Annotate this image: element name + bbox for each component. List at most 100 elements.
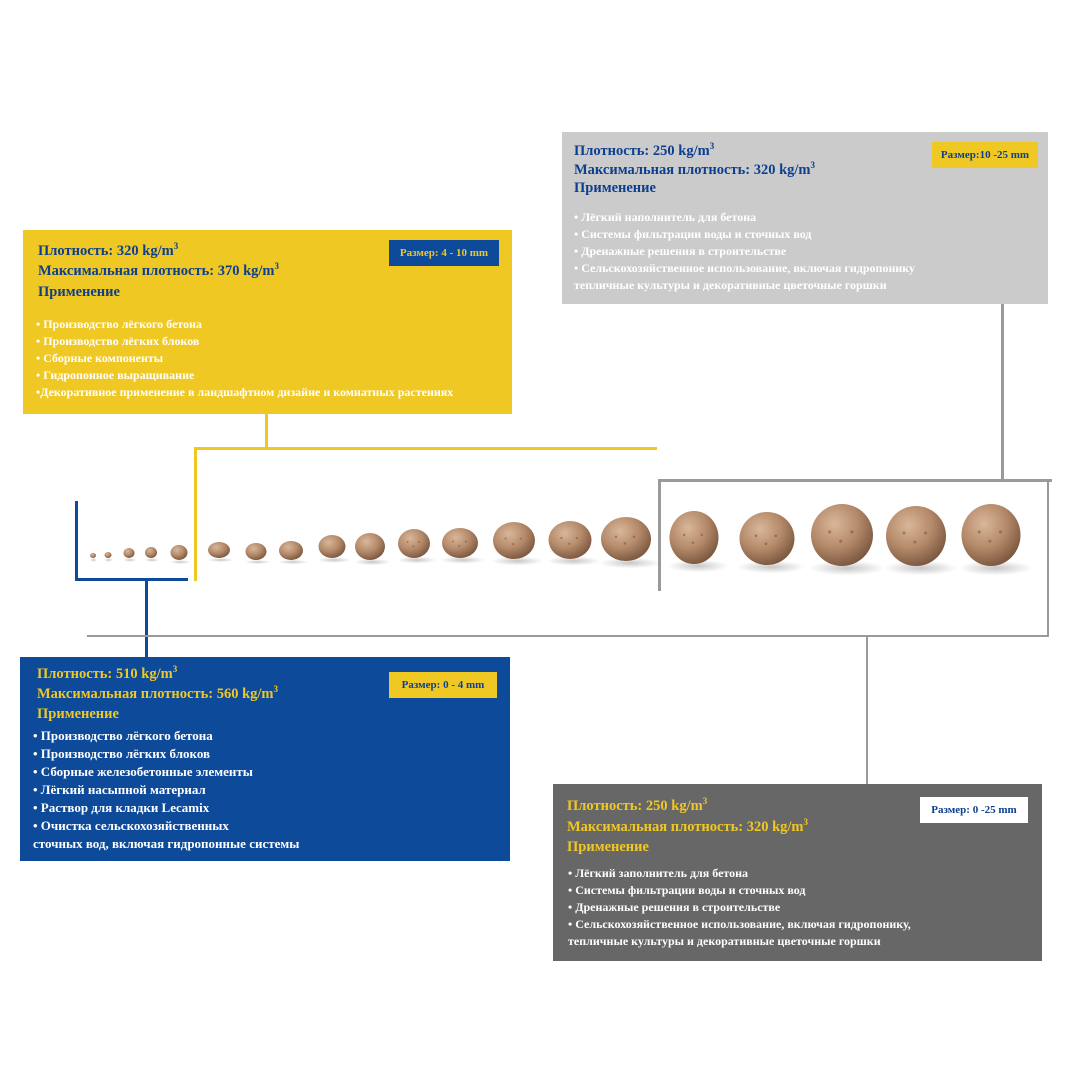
pellet-pore: [850, 530, 854, 534]
pellet-shadow: [546, 556, 601, 566]
darkgray-density: Плотность: 250 kg/m3: [567, 796, 708, 814]
yellow-bracket-top: [194, 447, 657, 450]
pellet-pore: [998, 530, 1002, 534]
pellet-pore: [623, 542, 627, 545]
darkgray-info-box: Плотность: 250 kg/m3 Максимальная плотно…: [553, 784, 1042, 961]
pellet-pore: [913, 540, 917, 544]
list-item: • Производство лёгких блоков: [36, 334, 200, 348]
pellet-shadow: [353, 558, 391, 566]
list-item: • Сборные железобетонные элементы: [33, 764, 253, 779]
pellet-pore: [839, 539, 843, 543]
darkgray-bullets: • Лёгкий заполнитель для бетона • Систем…: [568, 865, 911, 950]
blue-info-box: Плотность: 510 kg/m3 Максимальная плотно…: [20, 657, 510, 861]
list-item: • Производство лёгкого бетона: [33, 728, 213, 743]
pellet-shadow: [737, 560, 806, 574]
pellet-pore: [632, 535, 636, 539]
pellet-pore: [406, 541, 409, 544]
darkgray-size-badge: Размер: 0 -25 mm: [920, 797, 1028, 823]
lightgray-application-heading: Применение: [574, 180, 656, 196]
list-item: • Очистка сельскохозяйственных: [33, 818, 229, 833]
pellet-pore: [560, 537, 563, 540]
pellet-pore: [774, 534, 778, 538]
pellet-shadow: [207, 558, 235, 562]
clay-pellet: [104, 552, 112, 558]
pellet-shadow: [808, 560, 886, 576]
pellet-pore: [754, 534, 758, 538]
yellow-max-density: Максимальная плотность: 370 kg/m3: [38, 261, 280, 279]
clay-pellet: [739, 512, 795, 565]
darkgray-max-density: Максимальная плотность: 320 kg/m3: [567, 817, 809, 835]
pellet-pore: [412, 545, 415, 548]
pellet-pore: [418, 541, 421, 544]
pellet-shadow: [144, 558, 160, 562]
list-item: • Системы фильтрации воды и сточных вод: [574, 227, 812, 241]
list-item: •Декоративное применение в ландшафтном д…: [36, 385, 454, 399]
clay-pellet: [669, 511, 719, 564]
pellet-pore: [902, 531, 906, 535]
blue-bracket-bottom: [75, 578, 188, 581]
pellet-shadow: [667, 559, 729, 573]
list-item: • Гидропонное выращивание: [36, 368, 195, 382]
list-item: • Дренажные решения в строительстве: [568, 900, 781, 914]
lightgray-bullets: • Лёгкий наполнитель для бетона • Систем…: [574, 209, 915, 294]
yellow-size-badge: Размер: 4 - 10 mm: [389, 240, 499, 266]
pellet-pore: [682, 533, 686, 537]
pellet-pore: [519, 537, 522, 540]
list-item: • Сельскохозяйственное использование, вк…: [568, 917, 911, 931]
list-item: • Дренажные решения в строительстве: [574, 244, 787, 258]
list-item: • Сельскохозяйственное использование, вк…: [574, 261, 916, 275]
list-item: • Раствор для кладки Lecamix: [33, 800, 210, 815]
pellet-shadow: [278, 559, 308, 565]
list-item: • Сборные компоненты: [36, 351, 164, 365]
pellet-shadow: [440, 556, 486, 564]
pellet-pore: [451, 540, 454, 543]
pellet-shadow: [123, 558, 137, 562]
darkgray-application-heading: Применение: [567, 839, 649, 855]
pellet-pore: [691, 541, 695, 545]
lightgray-bracket-left: [658, 479, 661, 591]
list-item: тепличные культуры и декоративные цветоч…: [574, 278, 887, 292]
yellow-bracket-left: [194, 447, 197, 581]
blue-bracket-left: [75, 501, 78, 581]
pellet-pore: [764, 542, 768, 546]
pellet-pore: [988, 539, 992, 543]
list-item: тепличные культуры и декоративные цветоч…: [568, 934, 881, 948]
pellet-shadow: [491, 556, 544, 566]
pellet-pore: [464, 540, 467, 543]
clay-pellet: [355, 533, 385, 560]
pellet-pore: [458, 545, 461, 547]
yellow-connector-stem: [265, 414, 268, 448]
pellet-pore: [504, 537, 507, 540]
pellet-pore: [828, 530, 832, 534]
list-item: • Системы фильтрации воды и сточных вод: [568, 883, 806, 897]
pellet-pore: [700, 533, 704, 537]
list-item: • Лёгкий заполнитель для бетона: [568, 866, 749, 880]
blue-connector-stem: [145, 578, 148, 658]
pellet-shadow: [599, 557, 661, 569]
lightgray-connector-stem: [1001, 304, 1004, 480]
clay-pellet: [886, 506, 946, 566]
pellet-shadow: [169, 560, 191, 564]
pellet-pore: [924, 531, 928, 535]
clay-pellet: [601, 517, 651, 561]
clay-pellet: [548, 521, 592, 559]
pellet-shadow: [883, 560, 958, 576]
yellow-density: Плотность: 320 kg/m3: [38, 241, 179, 259]
clay-pellet: [442, 528, 478, 558]
list-item: • Производство лёгкого бетона: [36, 317, 202, 331]
pellet-pore: [568, 542, 571, 545]
clay-pellet: [398, 529, 430, 558]
pellet-shadow: [244, 559, 271, 565]
pellet-shadow: [317, 557, 351, 563]
clay-pellet: [145, 547, 157, 558]
pellet-pore: [512, 543, 515, 546]
darkgray-bracket-bottom: [87, 635, 1049, 637]
clay-pellet: [493, 522, 535, 559]
clay-pellet: [961, 504, 1021, 566]
yellow-bullets: • Производство лёгкого бетона • Производ…: [36, 316, 453, 401]
clay-pellet: [90, 553, 96, 558]
list-item: • Лёгкий наполнитель для бетона: [574, 210, 757, 224]
blue-application-heading: Применение: [37, 706, 119, 722]
yellow-application-heading: Применение: [38, 284, 120, 300]
